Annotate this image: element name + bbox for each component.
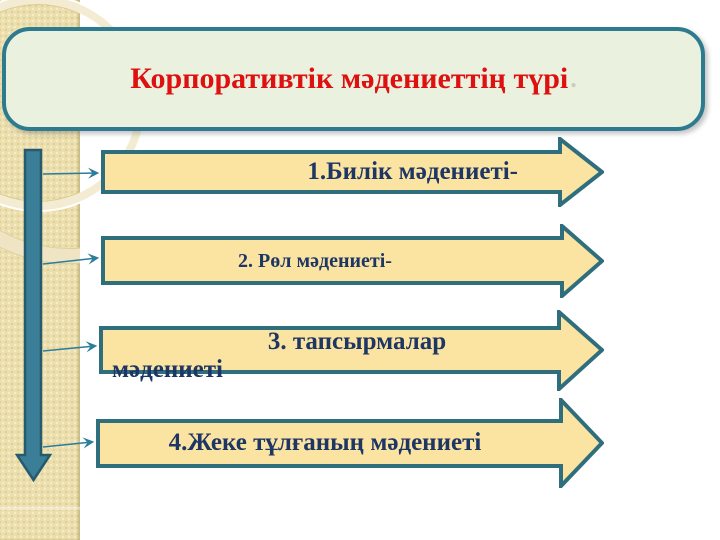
right-arrow-shape-1 [101, 137, 604, 207]
flow-arrow-1: 1.Билік мәдениеті- [101, 137, 604, 207]
flow-arrow-1-label: 1.Билік мәдениеті- [307, 158, 518, 185]
title-banner: Корпоративтік мәдениеттің түрі . [2, 27, 705, 131]
flow-arrow-3-label-overflow: мәдениеті [112, 356, 223, 383]
flow-arrow-3-label: 3. тапсырмалар [267, 328, 447, 355]
decor-strip-line [0, 507, 80, 510]
title-suffix: . [570, 64, 577, 93]
flow-arrow-4-label: 4.Жеке тұлғаның мәдениеті [168, 429, 482, 456]
flow-arrow-2: 2. Рөл мәдениеті- [101, 224, 604, 298]
right-arrow-shape-3 [99, 310, 604, 391]
right-arrow-shape-4 [96, 398, 604, 488]
flow-arrow-2-label: 2. Рөл мәдениеті- [238, 250, 392, 272]
flow-arrow-4: 4.Жеке тұлғаның мәдениеті [96, 398, 604, 488]
right-arrow-shape-2 [101, 224, 604, 298]
flow-arrow-3: 3. тапсырмалар мәдениеті [99, 310, 604, 391]
page-title: Корпоративтік мәдениеттің түрі [130, 62, 569, 95]
